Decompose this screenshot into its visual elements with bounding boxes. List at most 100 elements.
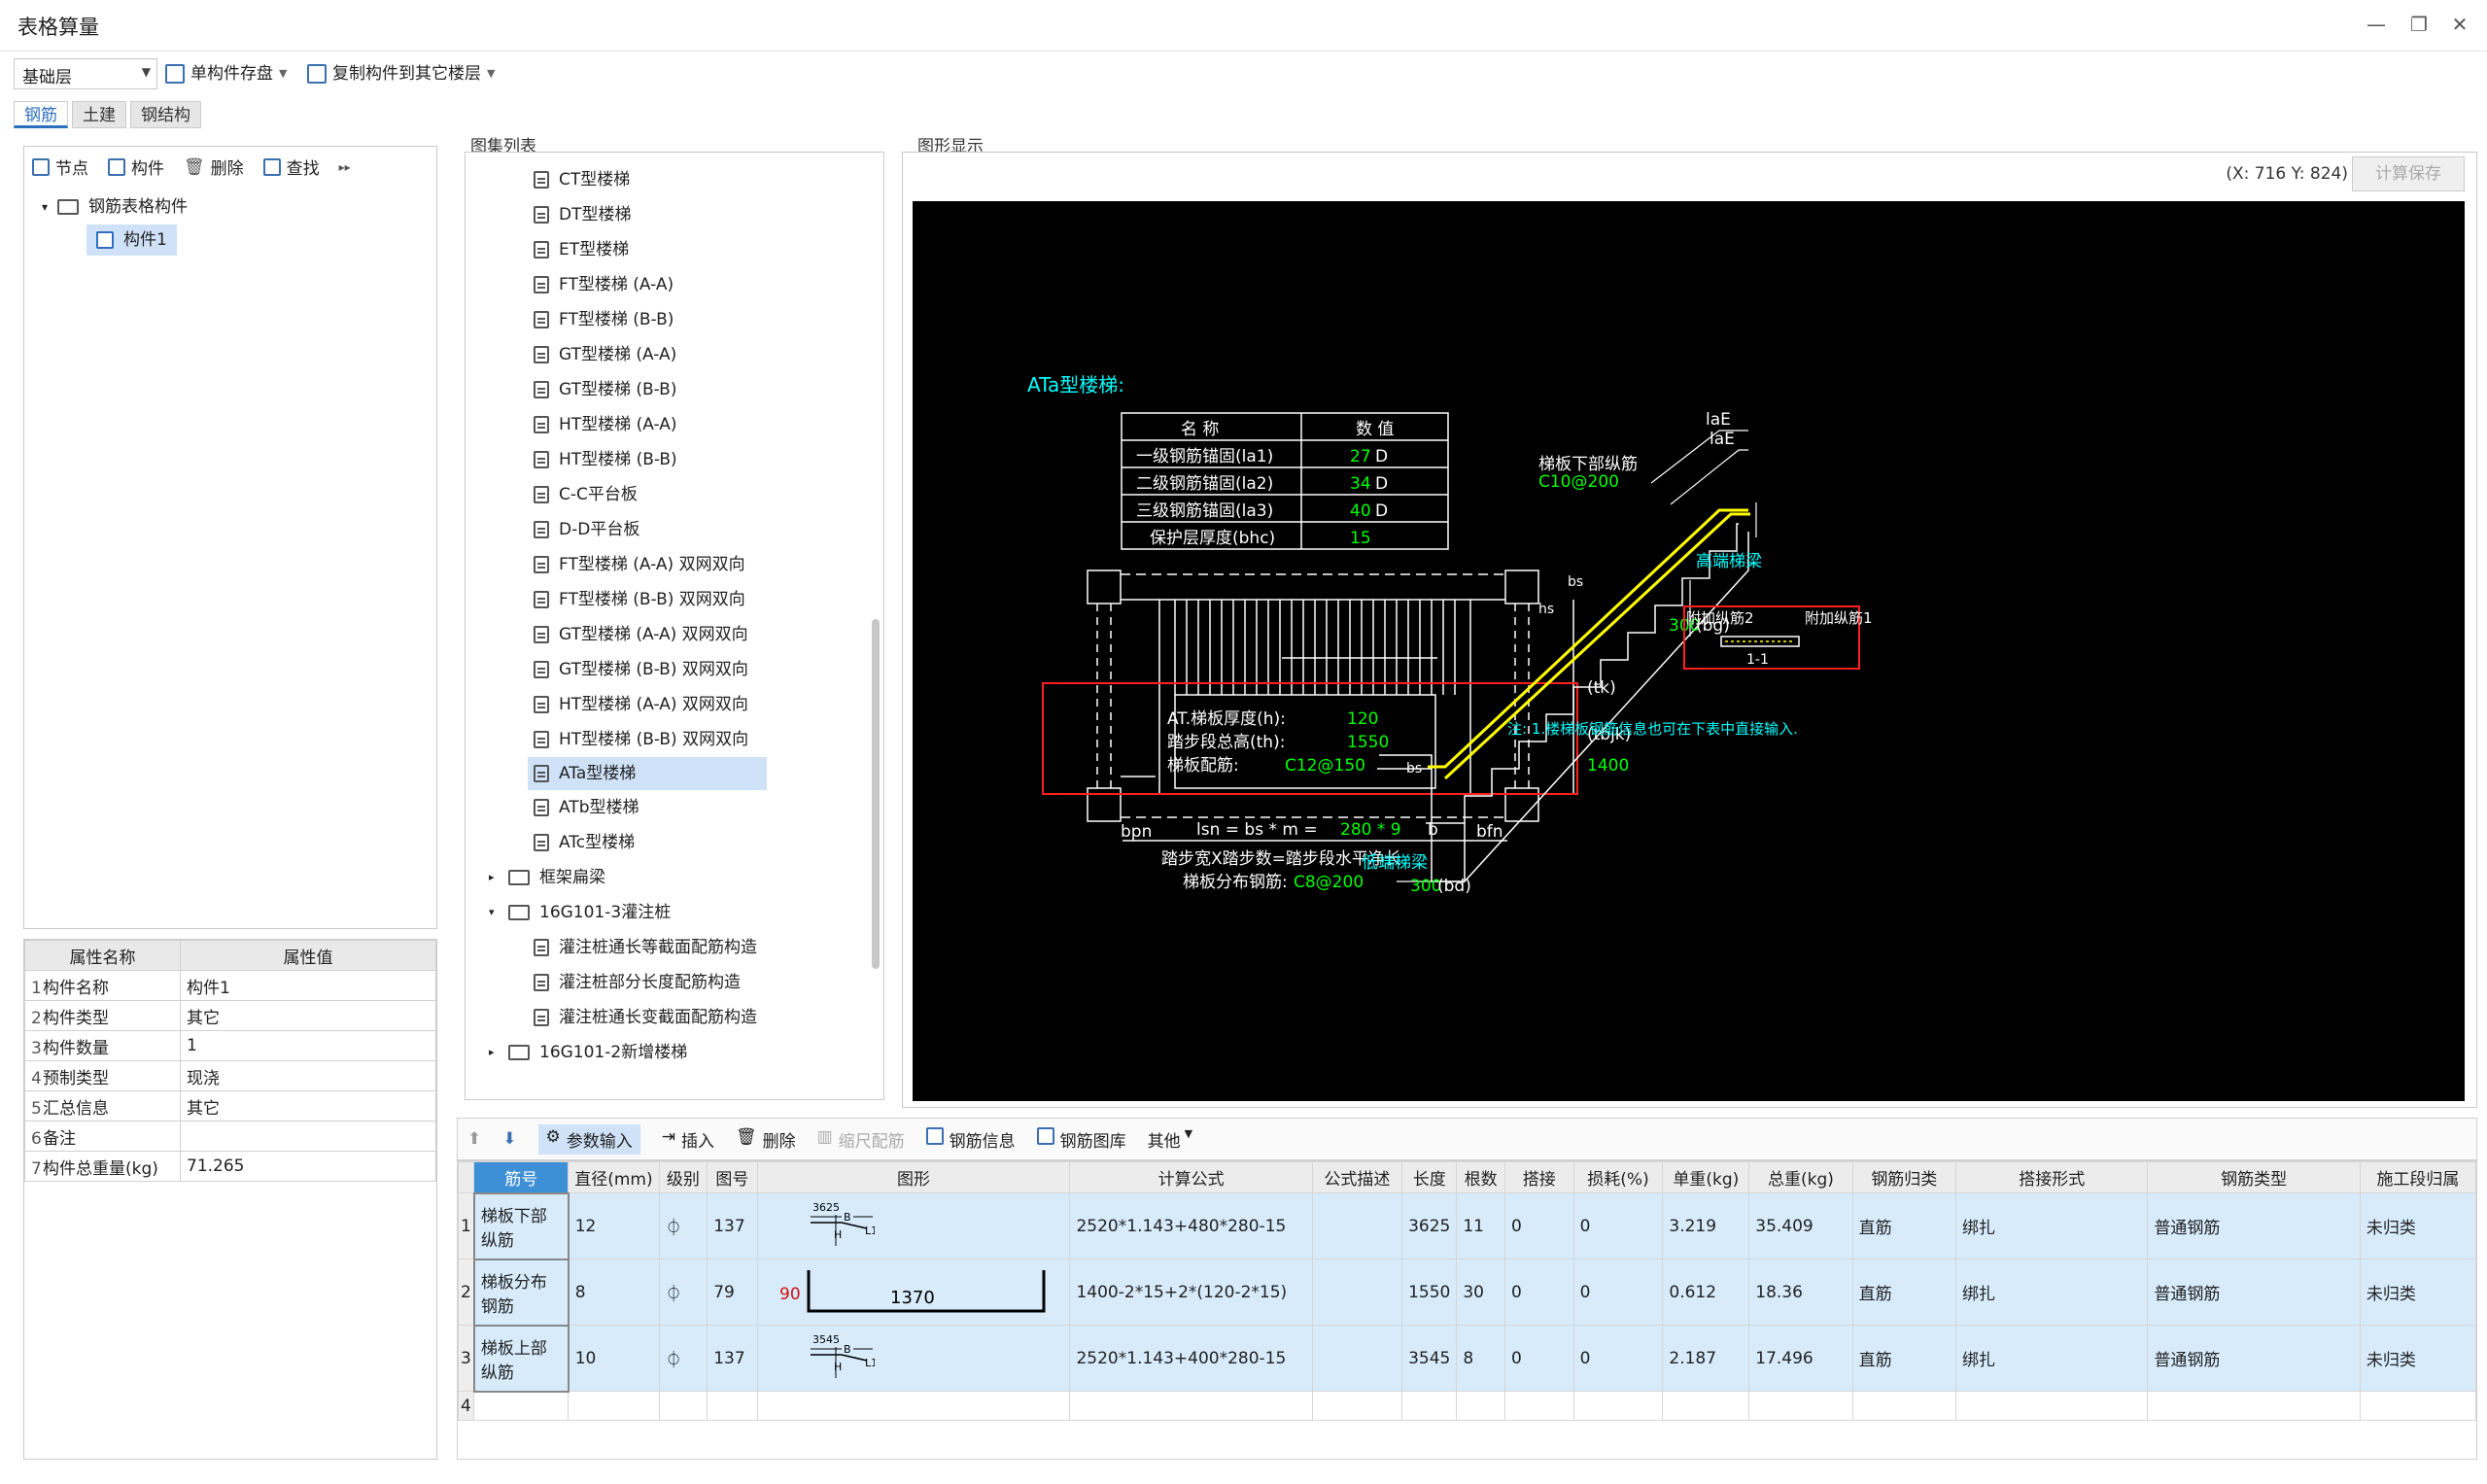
- collapse-icon[interactable]: ▾: [489, 906, 495, 918]
- grid-header[interactable]: 施工段归属: [2359, 1161, 2476, 1193]
- atlas-item[interactable]: ATc型楼梯: [466, 825, 874, 860]
- grid-cell[interactable]: 12: [568, 1192, 660, 1260]
- prop-value[interactable]: 71.265: [180, 1151, 436, 1182]
- atlas-item[interactable]: GT型楼梯 (B-B) 双网双向: [466, 652, 874, 687]
- grid-cell[interactable]: [568, 1391, 660, 1421]
- grid-cell[interactable]: [1311, 1192, 1403, 1260]
- prop-value[interactable]: 1: [180, 1030, 436, 1061]
- grid-cell[interactable]: [1311, 1391, 1403, 1421]
- grid-cell[interactable]: [1401, 1391, 1458, 1421]
- grid-cell[interactable]: [1069, 1391, 1313, 1421]
- prop-row[interactable]: 4预制类型现浇: [24, 1060, 436, 1091]
- prop-value[interactable]: 构件1: [180, 970, 436, 1001]
- calc-save-button[interactable]: 计算保存: [2352, 156, 2465, 191]
- grid-row-empty[interactable]: 4: [458, 1391, 2476, 1421]
- add-component-button[interactable]: 构件: [108, 155, 164, 179]
- prop-row[interactable]: 7构件总重量(kg)71.265: [24, 1151, 436, 1182]
- grid-row[interactable]: 1梯板下部纵筋12⏀1373625BHL12520*1.143+480*280-…: [458, 1191, 2476, 1260]
- grid-cell[interactable]: 直筋: [1851, 1325, 1957, 1392]
- save-single-button[interactable]: 单构件存盘 ▼: [165, 58, 287, 89]
- grid-header[interactable]: 图形: [756, 1161, 1071, 1193]
- grid-cell[interactable]: 18.36: [1748, 1259, 1853, 1326]
- grid-cell[interactable]: [1311, 1259, 1403, 1326]
- delete-row-button[interactable]: 🗑删除: [736, 1127, 796, 1152]
- grid-cell[interactable]: ⏀: [658, 1192, 708, 1260]
- grid-cell[interactable]: 0: [1503, 1325, 1574, 1392]
- atlas-item[interactable]: CT型楼梯: [466, 162, 874, 197]
- grid-cell[interactable]: [707, 1391, 758, 1421]
- tab-rebar[interactable]: 钢筋: [14, 101, 68, 128]
- grid-cell-name[interactable]: 梯板下部纵筋: [472, 1191, 570, 1260]
- grid-header[interactable]: 钢筋类型: [2147, 1161, 2361, 1193]
- move-down-icon[interactable]: ⬇: [502, 1129, 517, 1149]
- grid-cell[interactable]: [473, 1391, 570, 1421]
- grid-cell[interactable]: 绑扎: [1954, 1325, 2149, 1392]
- grid-cell[interactable]: [658, 1391, 708, 1421]
- grid-cell[interactable]: 17.496: [1748, 1325, 1853, 1392]
- atlas-item[interactable]: DT型楼梯: [466, 197, 874, 232]
- prop-row[interactable]: 2构件类型其它: [24, 1000, 436, 1031]
- grid-cell[interactable]: 未归类: [2359, 1259, 2476, 1326]
- grid-cell[interactable]: [1503, 1391, 1574, 1421]
- atlas-item[interactable]: FT型楼梯 (B-B): [466, 302, 874, 337]
- grid-header[interactable]: 搭接形式: [1954, 1161, 2149, 1193]
- grid-cell[interactable]: 1400-2*15+2*(120-2*15): [1069, 1259, 1313, 1326]
- grid-cell[interactable]: 直筋: [1851, 1192, 1957, 1260]
- expand-icon[interactable]: ▸: [489, 1046, 495, 1058]
- grid-cell[interactable]: 0: [1503, 1192, 1574, 1260]
- shape-cell[interactable]: 3545BHL1: [756, 1325, 1071, 1392]
- prop-value[interactable]: 其它: [180, 1000, 436, 1031]
- grid-cell[interactable]: [1954, 1391, 2149, 1421]
- grid-cell[interactable]: [1748, 1391, 1853, 1421]
- grid-cell[interactable]: 2520*1.143+400*280-15: [1069, 1325, 1313, 1392]
- atlas-item[interactable]: ▸16G101-2新增楼梯: [466, 1035, 874, 1070]
- atlas-item[interactable]: ▸框架扁梁: [466, 860, 874, 895]
- grid-header[interactable]: 损耗(%): [1572, 1161, 1664, 1193]
- other-menu-button[interactable]: 其他▼: [1148, 1127, 1192, 1152]
- grid-cell[interactable]: 0: [1572, 1259, 1664, 1326]
- grid-cell[interactable]: 普通钢筋: [2147, 1192, 2361, 1260]
- grid-header[interactable]: 钢筋归类: [1851, 1161, 1957, 1193]
- grid-cell[interactable]: 79: [707, 1259, 758, 1326]
- grid-cell[interactable]: 3625: [1401, 1192, 1458, 1260]
- grid-header[interactable]: 筋号: [473, 1161, 570, 1193]
- tab-steel[interactable]: 钢结构: [130, 101, 201, 128]
- delete-button[interactable]: 🗑删除: [184, 155, 244, 180]
- grid-cell[interactable]: 0: [1503, 1259, 1574, 1326]
- prop-value[interactable]: [180, 1121, 436, 1152]
- atlas-item[interactable]: GT型楼梯 (B-B): [466, 372, 874, 407]
- scale-rebar-button[interactable]: ▥缩尺配筋: [817, 1127, 905, 1152]
- grid-cell[interactable]: 绑扎: [1954, 1192, 2149, 1260]
- tree-item-component1[interactable]: 构件1: [86, 224, 177, 256]
- grid-header[interactable]: 单重(kg): [1662, 1161, 1750, 1193]
- grid-cell[interactable]: [2359, 1391, 2476, 1421]
- grid-cell-name[interactable]: 梯板分布钢筋: [472, 1258, 570, 1327]
- grid-header[interactable]: 级别: [658, 1161, 708, 1193]
- grid-cell[interactable]: ⏀: [658, 1259, 708, 1326]
- grid-cell[interactable]: 0: [1572, 1192, 1664, 1260]
- grid-cell[interactable]: 绑扎: [1954, 1259, 2149, 1326]
- grid-cell[interactable]: ⏀: [658, 1325, 708, 1392]
- grid-header[interactable]: 图号: [707, 1161, 758, 1193]
- grid-cell[interactable]: [1851, 1391, 1957, 1421]
- prop-value[interactable]: 其它: [180, 1090, 436, 1122]
- grid-cell[interactable]: 0.612: [1662, 1259, 1750, 1326]
- tab-civil[interactable]: 土建: [72, 101, 126, 128]
- overflow-icon[interactable]: ▸▸: [338, 159, 351, 174]
- grid-cell[interactable]: 10: [568, 1325, 660, 1392]
- add-node-button[interactable]: 节点: [32, 155, 88, 179]
- expand-icon[interactable]: ▸: [489, 871, 495, 883]
- rebar-library-button[interactable]: 钢筋图库: [1036, 1126, 1126, 1152]
- grid-cell[interactable]: [1662, 1391, 1750, 1421]
- grid-header[interactable]: 搭接: [1503, 1161, 1574, 1193]
- grid-cell[interactable]: 2520*1.143+480*280-15: [1069, 1192, 1313, 1260]
- grid-cell[interactable]: [1456, 1391, 1505, 1421]
- atlas-item[interactable]: 灌注桩部分长度配筋构造: [466, 965, 874, 1000]
- grid-header[interactable]: 公式描述: [1311, 1161, 1403, 1193]
- tree-root[interactable]: ▾ 钢筋表格构件: [42, 190, 188, 224]
- shape-cell[interactable]: 3625BHL1: [756, 1192, 1071, 1260]
- atlas-item[interactable]: HT型楼梯 (A-A): [466, 407, 874, 442]
- grid-cell[interactable]: 8: [568, 1259, 660, 1326]
